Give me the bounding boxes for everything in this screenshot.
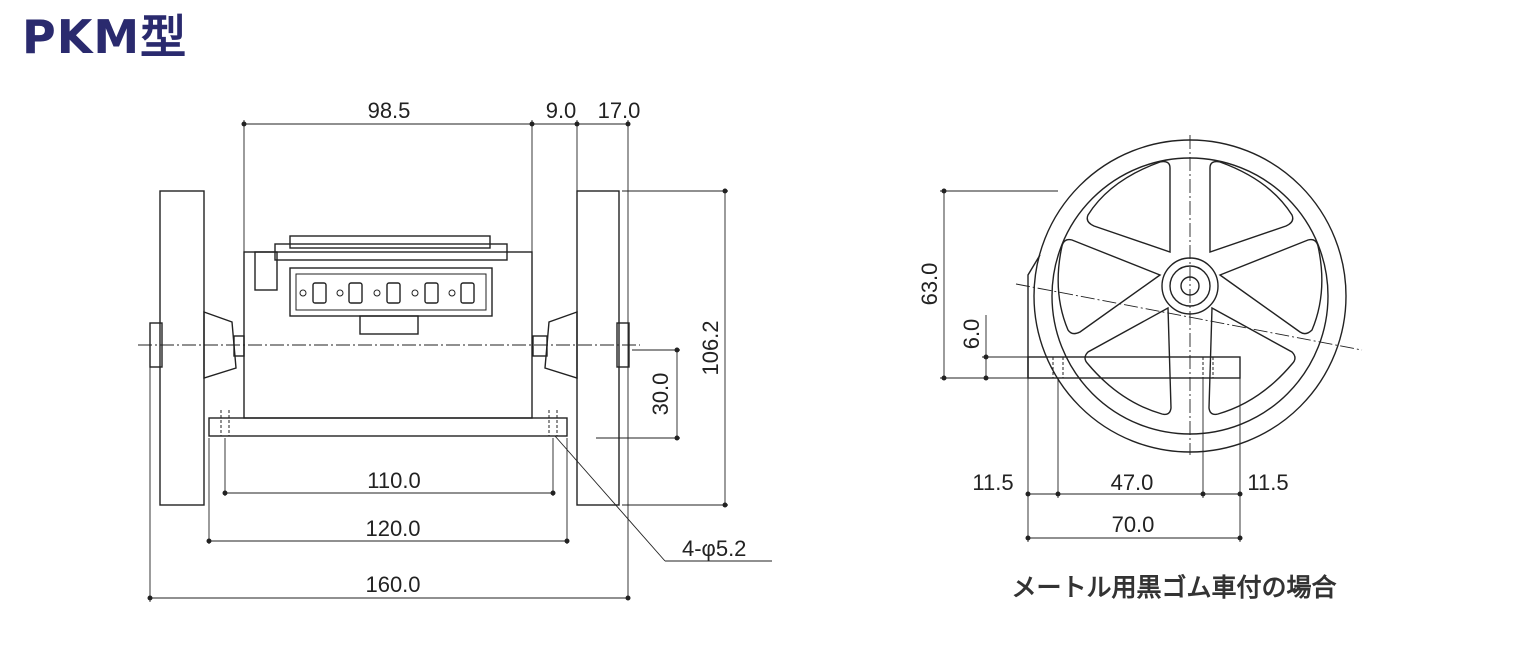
digit-sep [299, 289, 307, 297]
base-plate [208, 417, 568, 437]
digit [460, 282, 475, 304]
side-base [1027, 356, 1241, 379]
side-dim-height: 63.0 [917, 263, 942, 306]
side-dim-hole-pitch: 47.0 [1111, 470, 1154, 495]
side-dim-base-width: 70.0 [1112, 512, 1155, 537]
digit [424, 282, 439, 304]
dim-top-width: 98.5 [368, 98, 411, 123]
side-dim-base-thickness: 6.0 [959, 319, 984, 350]
dim-holes: 4-φ5.2 [682, 536, 746, 561]
page-title: PKM型 [22, 10, 188, 64]
reset-knob [254, 251, 278, 291]
digit-sep [336, 289, 344, 297]
side-view: 63.0 6.0 11.5 47.0 11.5 70.0 メートル用黒ゴム車付の… [917, 135, 1363, 602]
spoke-cutouts [1057, 160, 1323, 416]
dim-wheel-thickness: 17.0 [598, 98, 641, 123]
side-dim-left-margin: 11.5 [972, 470, 1013, 495]
front-view: 98.5 9.0 17.0 106.2 30.0 110.0 120.0 [138, 98, 772, 602]
counter-top-cap [289, 235, 491, 249]
digit [312, 282, 327, 304]
digit [386, 282, 401, 304]
counter-window-inner [295, 273, 487, 311]
dim-axis-height: 30.0 [648, 373, 673, 416]
right-hub [616, 322, 630, 368]
counter-digits [299, 282, 475, 304]
side-view-caption: メートル用黒ゴム車付の場合 [1011, 573, 1337, 602]
digit-sep [448, 289, 456, 297]
left-hub [149, 322, 163, 368]
counter-body [243, 251, 533, 419]
dim-hole-pitch: 110.0 [367, 468, 420, 493]
dim-overall-width: 160.0 [365, 572, 420, 597]
left-wheel [159, 190, 205, 506]
left-axle [233, 335, 245, 357]
left-hub-cone [203, 311, 237, 379]
dim-height: 106.2 [698, 320, 723, 375]
digit [348, 282, 363, 304]
dim-gap: 9.0 [546, 98, 577, 123]
right-wheel [576, 190, 620, 506]
digit-sep [373, 289, 381, 297]
right-hub-cone [544, 311, 578, 379]
dim-base-width: 120.0 [365, 516, 420, 541]
right-axle [532, 335, 548, 357]
side-dim-right-margin: 11.5 [1247, 470, 1288, 495]
side-bracket [1027, 254, 1041, 378]
digit-sep [411, 289, 419, 297]
counter-foot [359, 315, 419, 335]
